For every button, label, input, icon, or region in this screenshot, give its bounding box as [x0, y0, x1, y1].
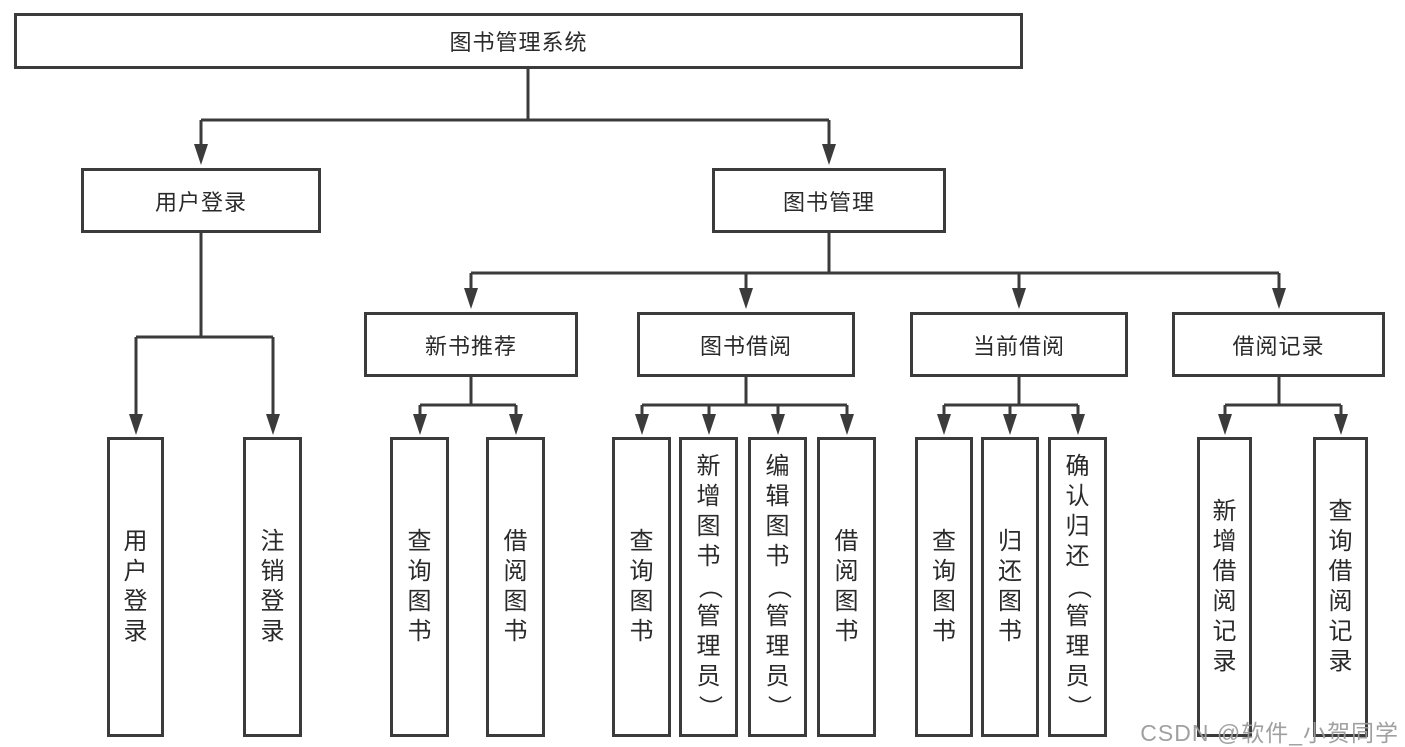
node-leaf-confirm-return-admin-label: 确认归还（管理员） — [1064, 453, 1092, 719]
node-leaf-query-borrow-record-label: 查询借阅记录 — [1328, 498, 1353, 675]
node-leaf-query-books-1: 查询图书 — [390, 437, 449, 737]
node-leaf-borrow-books-1-label: 借阅图书 — [503, 528, 528, 645]
node-leaf-query-books-1-label: 查询图书 — [407, 528, 432, 645]
node-leaf-edit-books-admin-label: 编辑图书（管理员） — [764, 453, 792, 719]
node-borrowing-records-label: 借阅记录 — [1232, 333, 1325, 359]
node-borrowing-records: 借阅记录 — [1172, 312, 1385, 377]
node-current-borrowing: 当前借阅 — [910, 312, 1128, 377]
node-leaf-user-login-label: 用户登录 — [123, 528, 148, 645]
node-leaf-borrow-books-2: 借阅图书 — [817, 437, 876, 737]
node-leaf-return-books: 归还图书 — [981, 437, 1039, 737]
node-leaf-add-books-admin-label: 新增图书（管理员） — [695, 453, 723, 719]
node-library-management-system: 图书管理系统 — [14, 13, 1023, 69]
csdn-watermark: CSDN @软件_小贺同学 — [1140, 720, 1399, 746]
node-leaf-borrow-books-2-label: 借阅图书 — [834, 528, 859, 645]
node-leaf-query-books-2-label: 查询图书 — [629, 528, 654, 645]
node-leaf-return-books-label: 归还图书 — [998, 528, 1022, 645]
node-user-login: 用户登录 — [81, 168, 321, 233]
node-leaf-add-borrow-record: 新增借阅记录 — [1197, 437, 1252, 737]
node-new-book-recommendation: 新书推荐 — [364, 312, 578, 377]
node-leaf-logout: 注销登录 — [243, 437, 302, 737]
node-leaf-edit-books-admin: 编辑图书（管理员） — [748, 437, 807, 737]
node-new-book-recommendation-label: 新书推荐 — [424, 333, 517, 359]
node-book-borrowing-label: 图书借阅 — [699, 333, 792, 359]
node-book-management-label: 图书管理 — [782, 189, 875, 215]
node-leaf-borrow-books-1: 借阅图书 — [486, 437, 545, 737]
node-book-management: 图书管理 — [712, 168, 946, 233]
node-library-management-system-label: 图书管理系统 — [449, 30, 588, 55]
node-leaf-query-books-3: 查询图书 — [915, 437, 973, 737]
node-leaf-add-borrow-record-label: 新增借阅记录 — [1212, 498, 1237, 675]
node-leaf-query-books-3-label: 查询图书 — [932, 528, 956, 645]
node-leaf-logout-label: 注销登录 — [260, 528, 285, 645]
node-leaf-query-borrow-record: 查询借阅记录 — [1313, 437, 1368, 737]
node-leaf-user-login: 用户登录 — [107, 437, 164, 737]
node-leaf-confirm-return-admin: 确认归还（管理员） — [1048, 437, 1107, 737]
node-current-borrowing-label: 当前借阅 — [972, 333, 1065, 359]
node-leaf-query-books-2: 查询图书 — [612, 437, 671, 737]
node-book-borrowing: 图书借阅 — [637, 312, 855, 377]
node-leaf-add-books-admin: 新增图书（管理员） — [679, 437, 738, 737]
node-user-login-label: 用户登录 — [154, 189, 247, 215]
